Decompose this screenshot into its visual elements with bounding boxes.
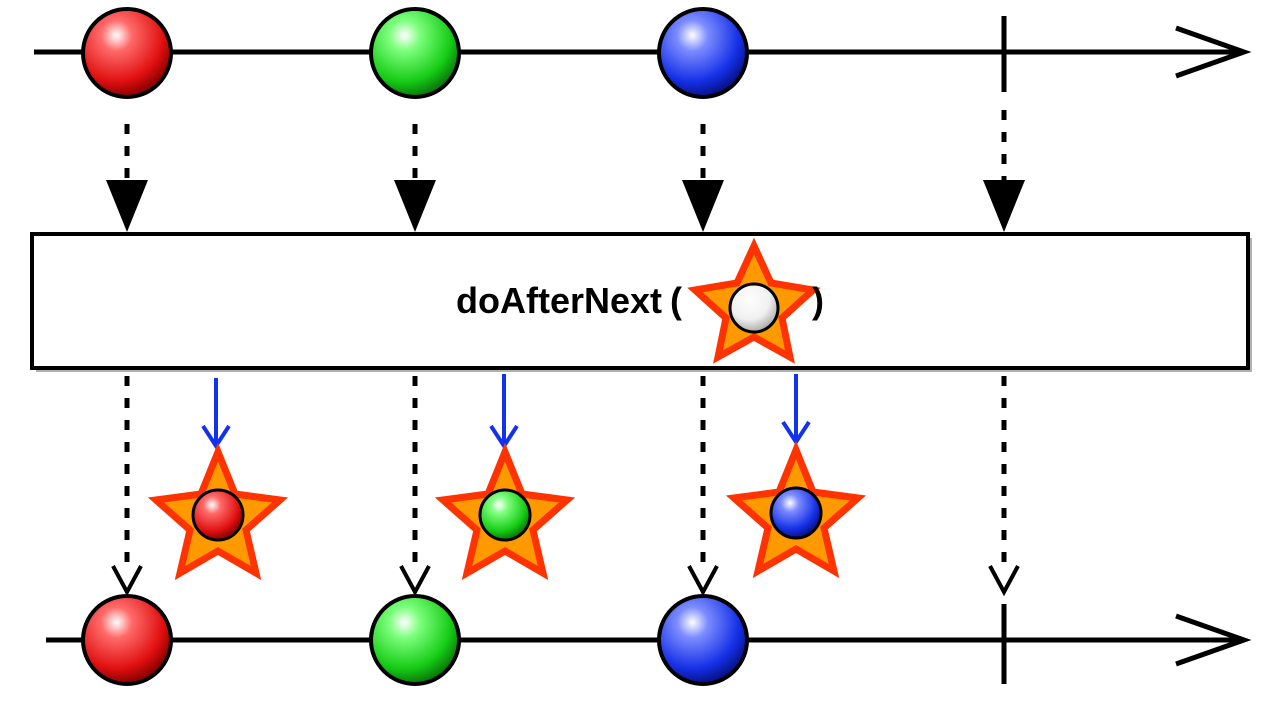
upstream-marble-blue xyxy=(657,7,749,99)
side-effect-star-blue-icon xyxy=(725,440,867,579)
downstream-timeline xyxy=(46,594,1252,686)
arrowhead-icon xyxy=(983,180,1025,232)
side-effect-star-red-icon xyxy=(147,442,289,581)
upstream-timeline xyxy=(34,7,1252,99)
output-arrowheads xyxy=(111,565,1020,597)
arrowhead-icon xyxy=(111,565,143,597)
arrowhead-icon xyxy=(106,180,148,232)
upstream-marble-green xyxy=(369,7,461,99)
upstream-marble-red xyxy=(81,7,173,99)
arrowhead-icon xyxy=(394,180,436,232)
input-arrowheads xyxy=(106,180,1025,232)
output-arrows xyxy=(124,376,1007,566)
arrowhead-icon xyxy=(988,565,1020,597)
input-arrows xyxy=(124,110,1007,180)
downstream-marble-green xyxy=(369,594,461,686)
downstream-marble-blue xyxy=(657,594,749,686)
side-effect-arrows xyxy=(201,374,811,450)
downstream-marble-red xyxy=(81,594,173,686)
arrowhead-icon xyxy=(687,565,719,597)
arrowhead-icon xyxy=(682,180,724,232)
side-effect-star-green-icon xyxy=(434,442,576,581)
arrowhead-icon xyxy=(399,565,431,597)
operator-argument-star-icon xyxy=(687,237,821,364)
